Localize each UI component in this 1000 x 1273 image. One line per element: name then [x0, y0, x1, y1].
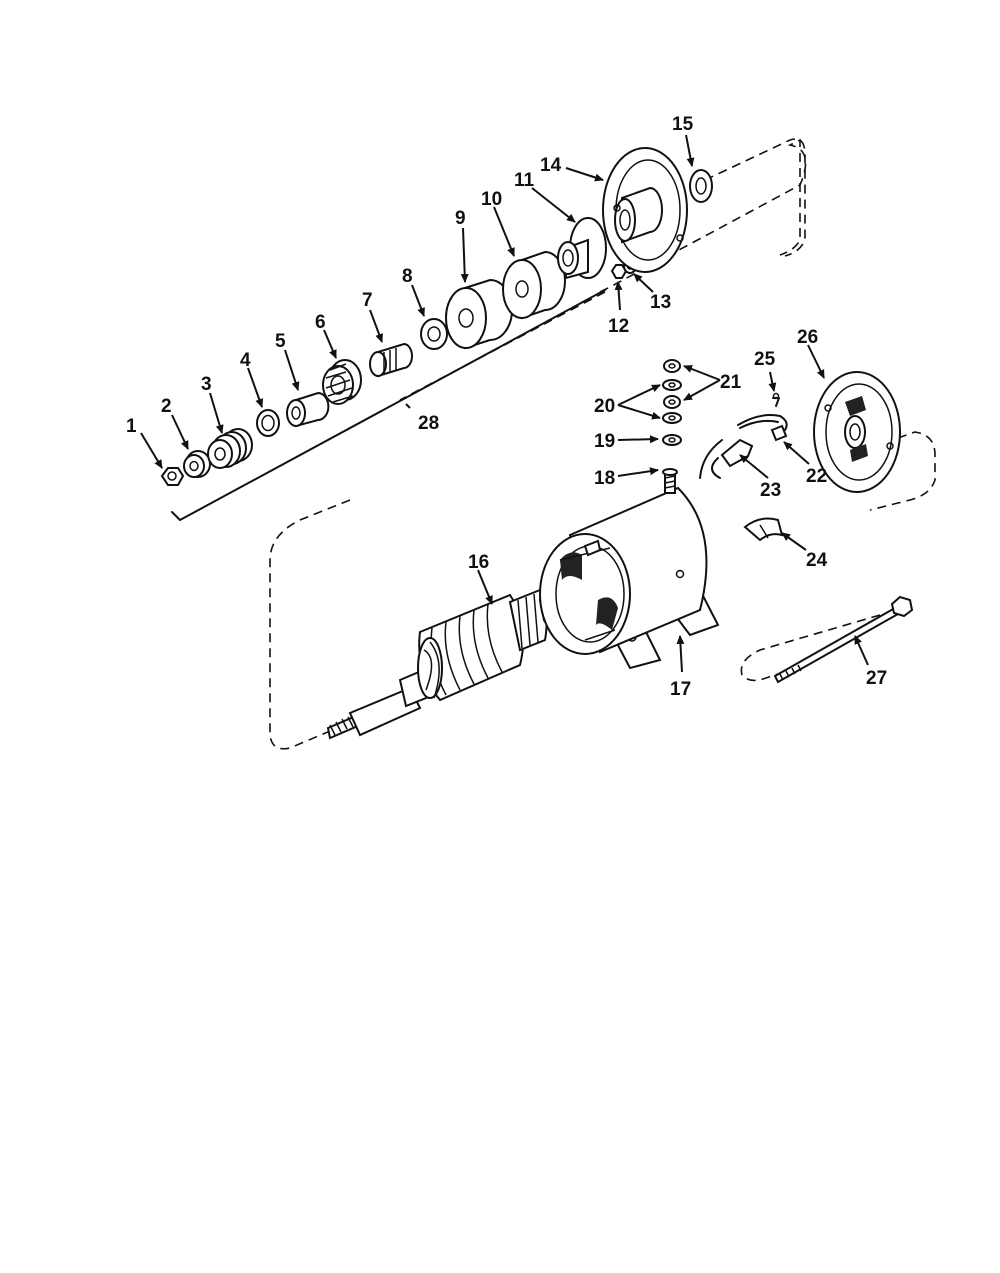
nut-part-21-upper [663, 359, 681, 373]
callout-2: 2 [161, 396, 172, 417]
callout-4: 4 [240, 350, 251, 371]
callout-13: 13 [650, 292, 671, 313]
callout-17: 17 [670, 679, 691, 700]
brush-part-23 [699, 438, 754, 479]
frame-assembly-right-dash [869, 431, 936, 511]
drive-bracket [171, 289, 606, 521]
callout-24: 24 [806, 550, 828, 571]
nut-part [160, 467, 185, 486]
cushion-part-10 [502, 250, 566, 320]
callout-3: 3 [201, 374, 212, 395]
callout-8: 8 [402, 266, 413, 287]
callout-21: 21 [720, 372, 742, 393]
callout-18: 18 [594, 468, 615, 489]
leader-lines [140, 134, 869, 673]
field-frame-part [539, 486, 720, 670]
callout-6: 6 [315, 312, 326, 333]
screw-part-25 [772, 392, 780, 407]
callout-9: 9 [455, 208, 466, 229]
frame-assembly-outline [269, 499, 451, 750]
callout-11: 11 [514, 170, 535, 191]
nut-part-21-lower [663, 395, 681, 409]
callout-labels: 1 2 3 4 5 6 7 8 9 10 11 12 13 14 15 16 1… [126, 114, 887, 700]
drive-assembly-top-dash [704, 138, 806, 257]
drive-end-housing-part [602, 147, 688, 273]
drive-long-dash [399, 291, 606, 401]
callout-20: 20 [594, 396, 615, 417]
insulating-washer-part-19 [662, 434, 682, 446]
callout-28: 28 [418, 413, 439, 434]
callout-22: 22 [806, 466, 827, 487]
retainer-part [557, 217, 607, 280]
bushing-part [286, 391, 330, 428]
callout-14: 14 [540, 155, 562, 176]
callout-25: 25 [754, 349, 776, 370]
callout-16: 16 [468, 552, 489, 573]
washer-part-8 [420, 318, 448, 350]
armature-part [326, 588, 566, 740]
brush-spring-part [737, 414, 788, 442]
callout-7: 7 [362, 290, 373, 311]
drive-sleeve-part [369, 342, 413, 378]
callout-5: 5 [275, 331, 286, 352]
washer-part-4 [256, 409, 280, 437]
washer-part-20-lower [662, 412, 682, 424]
pinion-gear-part [322, 359, 362, 405]
thru-bolt-part [773, 595, 914, 684]
commutator-end-head-part [813, 371, 901, 493]
callout-12: 12 [608, 316, 629, 337]
stop-collar-part [183, 450, 211, 478]
brush-part-24 [743, 517, 784, 542]
thrust-washer-part [689, 169, 713, 203]
terminal-stud-part [662, 468, 678, 494]
callout-26: 26 [797, 327, 818, 348]
callout-10: 10 [481, 189, 502, 210]
cushion-part-9 [445, 278, 513, 350]
callout-23: 23 [760, 480, 781, 501]
spring-part [207, 428, 253, 469]
drive-assembly-outline [599, 138, 807, 293]
callout-27: 27 [866, 668, 887, 689]
callout-1: 1 [126, 416, 137, 437]
washer-part-20-upper [662, 379, 682, 391]
callout-19: 19 [594, 431, 615, 452]
thru-bolt-outline [740, 614, 881, 682]
callout-15: 15 [672, 114, 694, 135]
